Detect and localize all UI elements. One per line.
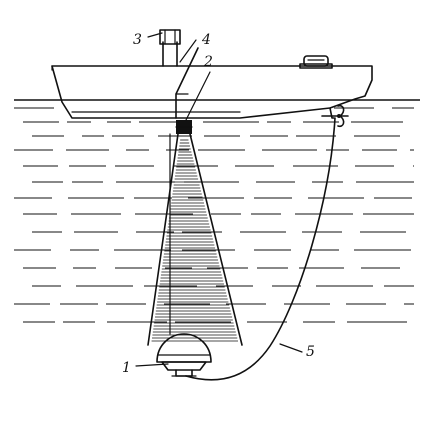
boat-hull	[51, 65, 373, 119]
tow-cable	[185, 117, 336, 381]
propeller	[321, 104, 349, 128]
deck-winch	[299, 55, 333, 69]
leader-lines	[135, 32, 303, 367]
mast-top	[159, 29, 181, 45]
label-4: 4	[201, 32, 211, 48]
label-2: 2	[203, 54, 213, 70]
label-1: 1	[122, 360, 131, 376]
acoustic-beam	[147, 133, 243, 346]
water	[14, 99, 420, 323]
well-shaft	[175, 47, 199, 119]
label-5: 5	[306, 344, 315, 360]
mast	[162, 41, 178, 67]
label-3: 3	[133, 32, 142, 48]
towed-vehicle	[156, 133, 212, 377]
boat	[51, 29, 373, 134]
